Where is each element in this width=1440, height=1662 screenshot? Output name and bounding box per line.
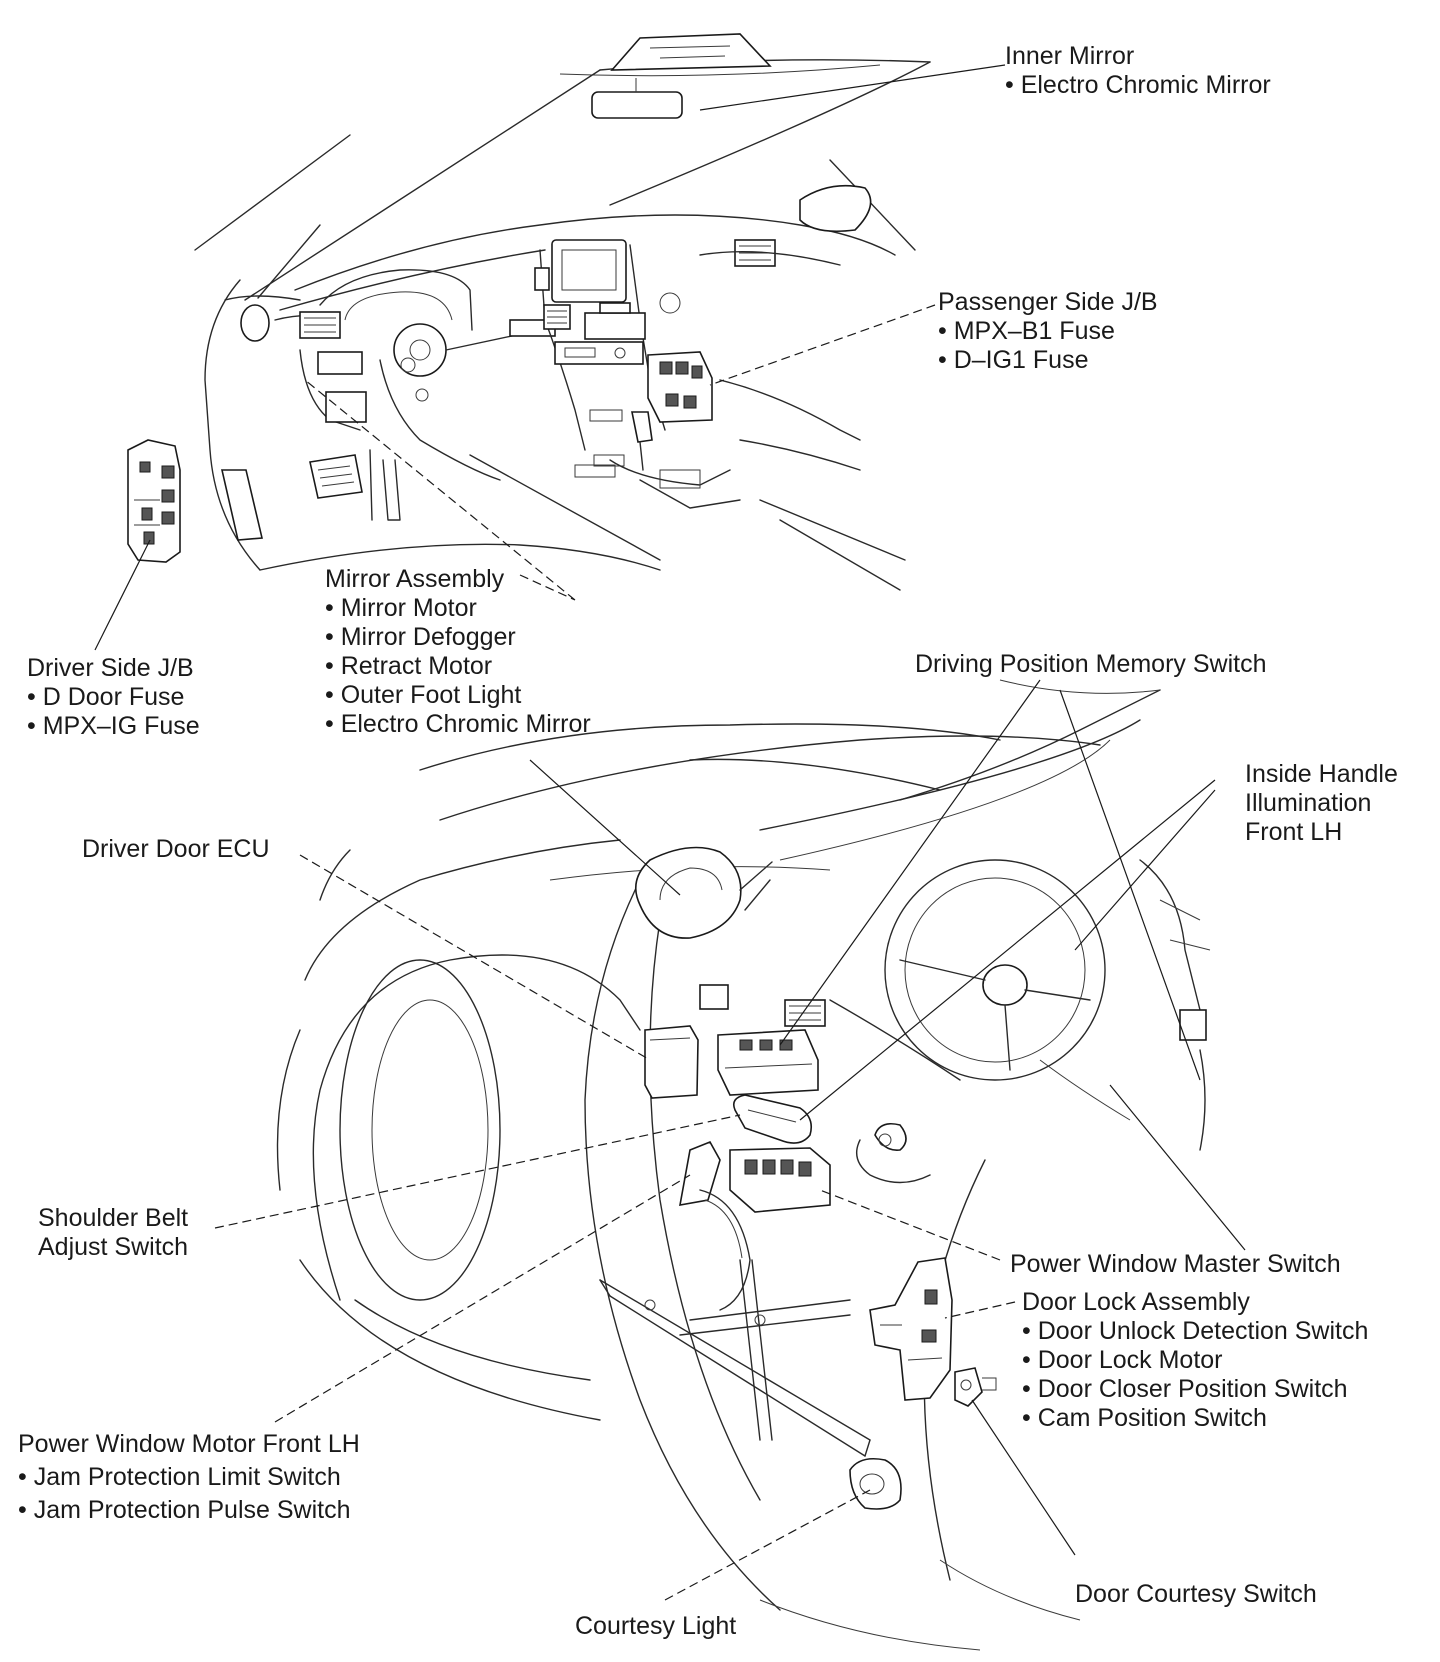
steering-wheel xyxy=(884,859,1106,1081)
driver-jb-part xyxy=(127,439,181,563)
label-power-window-motor-front-lh: Power Window Motor Front LH Jam Protecti… xyxy=(18,1430,360,1525)
leader-mirror-assembly-2 xyxy=(529,759,681,896)
label-door-lock-assembly-item: Cam Position Switch xyxy=(1022,1404,1368,1433)
inner-mirror-part xyxy=(591,91,683,119)
label-passenger-jb-item: D–IG1 Fuse xyxy=(938,346,1158,375)
label-driver-jb-item: D Door Fuse xyxy=(27,683,200,712)
courtesy-light-part xyxy=(849,1457,902,1510)
leader-pw-master-2 xyxy=(1109,1084,1246,1251)
label-courtesy-light: Courtesy Light xyxy=(575,1612,736,1641)
label-passenger-jb-item: MPX–B1 Fuse xyxy=(938,317,1158,346)
label-driving-position-memory-title: Driving Position Memory Switch xyxy=(915,650,1267,678)
label-inside-handle-line: Inside Handle xyxy=(1245,760,1398,788)
label-courtesy-light-title: Courtesy Light xyxy=(575,1612,737,1640)
label-shoulder-belt-line: Adjust Switch xyxy=(38,1233,189,1261)
inside-handle-part xyxy=(732,1094,813,1144)
label-door-lock-assembly-item: Door Lock Motor xyxy=(1022,1346,1368,1375)
leader-lines xyxy=(94,64,1246,1601)
label-inside-handle-line: Illumination xyxy=(1245,789,1372,817)
label-door-lock-assembly-item: Door Unlock Detection Switch xyxy=(1022,1317,1369,1346)
leader-driver-jb xyxy=(94,539,151,651)
label-passenger-jb-title: Passenger Side J/B xyxy=(938,288,1158,316)
label-door-lock-assembly: Door Lock Assembly Door Unlock Detection… xyxy=(1022,1288,1368,1433)
label-mirror-assembly-item: Mirror Defogger xyxy=(325,623,591,652)
power-window-master-part xyxy=(729,1147,831,1213)
label-shoulder-belt-line: Shoulder Belt xyxy=(38,1204,189,1232)
label-mirror-assembly-title: Mirror Assembly xyxy=(325,565,505,593)
leader-pw-motor xyxy=(274,1174,691,1423)
passenger-jb-part xyxy=(647,351,713,423)
label-inner-mirror-item: Electro Chromic Mirror xyxy=(1005,71,1271,100)
leader-pw-master-1 xyxy=(819,1189,1001,1261)
label-mirror-assembly-item: Outer Foot Light xyxy=(325,681,591,710)
leader-inside-handle-1 xyxy=(799,779,1216,1121)
leader-driver-door-ecu xyxy=(299,854,651,1061)
car-door-illustration xyxy=(276,679,1211,1651)
label-driver-door-ecu-title: Driver Door ECU xyxy=(82,835,270,863)
label-inner-mirror-title: Inner Mirror xyxy=(1005,42,1135,70)
label-door-lock-assembly-item: Door Closer Position Switch xyxy=(1022,1375,1368,1404)
label-power-window-motor-item: Jam Protection Limit Switch xyxy=(18,1463,360,1492)
leader-inside-handle-2 xyxy=(1074,789,1216,951)
label-shoulder-belt-adjust-switch: Shoulder Belt Adjust Switch xyxy=(38,1204,188,1262)
label-passenger-jb: Passenger Side J/B MPX–B1 Fuse D–IG1 Fus… xyxy=(938,288,1158,375)
leader-memory-switch-2 xyxy=(1059,689,1201,1081)
label-driver-jb: Driver Side J/B D Door Fuse MPX–IG Fuse xyxy=(27,654,200,741)
outer-mirror-part xyxy=(634,846,773,939)
label-power-window-master-title: Power Window Master Switch xyxy=(1010,1250,1341,1278)
label-inside-handle-line: Front LH xyxy=(1245,818,1343,846)
label-power-window-motor-title: Power Window Motor Front LH xyxy=(18,1430,360,1458)
label-door-courtesy-switch-title: Door Courtesy Switch xyxy=(1075,1580,1317,1608)
leader-passenger-jb xyxy=(709,304,936,386)
label-driver-jb-item: MPX–IG Fuse xyxy=(27,712,200,741)
label-driver-jb-title: Driver Side J/B xyxy=(27,654,194,682)
door-courtesy-switch-part xyxy=(954,1367,997,1407)
label-door-courtesy-switch: Door Courtesy Switch xyxy=(1075,1580,1317,1609)
label-mirror-assembly: Mirror Assembly Mirror Motor Mirror Defo… xyxy=(325,565,591,739)
label-power-window-master-switch: Power Window Master Switch xyxy=(1010,1250,1341,1279)
label-inside-handle-illumination: Inside Handle Illumination Front LH xyxy=(1245,760,1398,847)
label-door-lock-assembly-title: Door Lock Assembly xyxy=(1022,1288,1250,1316)
label-driving-position-memory-switch: Driving Position Memory Switch xyxy=(915,650,1267,679)
power-window-motor-part xyxy=(599,1140,871,1457)
leader-door-courtesy-switch xyxy=(971,1399,1076,1556)
door-lock-assembly-part xyxy=(869,1257,953,1401)
leader-door-lock xyxy=(944,1301,1016,1319)
label-mirror-assembly-item: Electro Chromic Mirror xyxy=(325,710,591,739)
label-mirror-assembly-item: Mirror Motor xyxy=(325,594,591,623)
dashboard-illustration xyxy=(194,33,931,591)
leader-courtesy-light xyxy=(664,1489,871,1601)
label-inner-mirror: Inner Mirror Electro Chromic Mirror xyxy=(1005,42,1271,100)
leader-shoulder-belt xyxy=(214,1114,741,1229)
label-mirror-assembly-item: Retract Motor xyxy=(325,652,591,681)
memory-switch-part xyxy=(717,1029,819,1096)
label-power-window-motor-item: Jam Protection Pulse Switch xyxy=(18,1496,360,1525)
label-driver-door-ecu: Driver Door ECU xyxy=(82,835,270,864)
leader-memory-switch-1 xyxy=(779,679,1041,1046)
driver-door-ecu-part xyxy=(644,1025,699,1099)
leader-inner-mirror xyxy=(699,64,1006,111)
